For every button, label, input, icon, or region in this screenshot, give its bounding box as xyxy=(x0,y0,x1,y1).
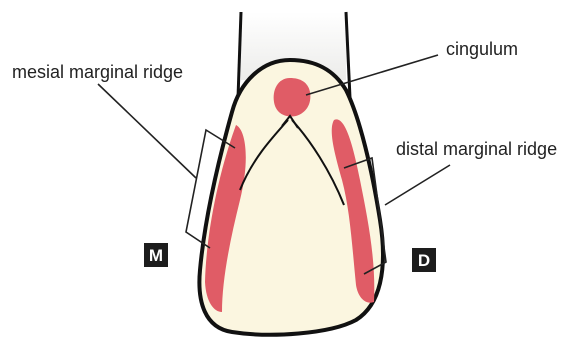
mesial-ridge-leader xyxy=(98,84,196,178)
mesial-badge: M xyxy=(144,243,168,267)
mesial-marginal-ridge-label: mesial marginal ridge xyxy=(12,63,183,81)
distal-ridge-leader xyxy=(385,165,450,205)
cingulum-highlight xyxy=(274,78,311,116)
cingulum-label: cingulum xyxy=(446,40,518,58)
distal-badge: D xyxy=(412,248,436,272)
root-outline-left xyxy=(238,12,241,98)
root-outline-right xyxy=(346,12,350,98)
distal-marginal-ridge-label: distal marginal ridge xyxy=(396,140,557,158)
